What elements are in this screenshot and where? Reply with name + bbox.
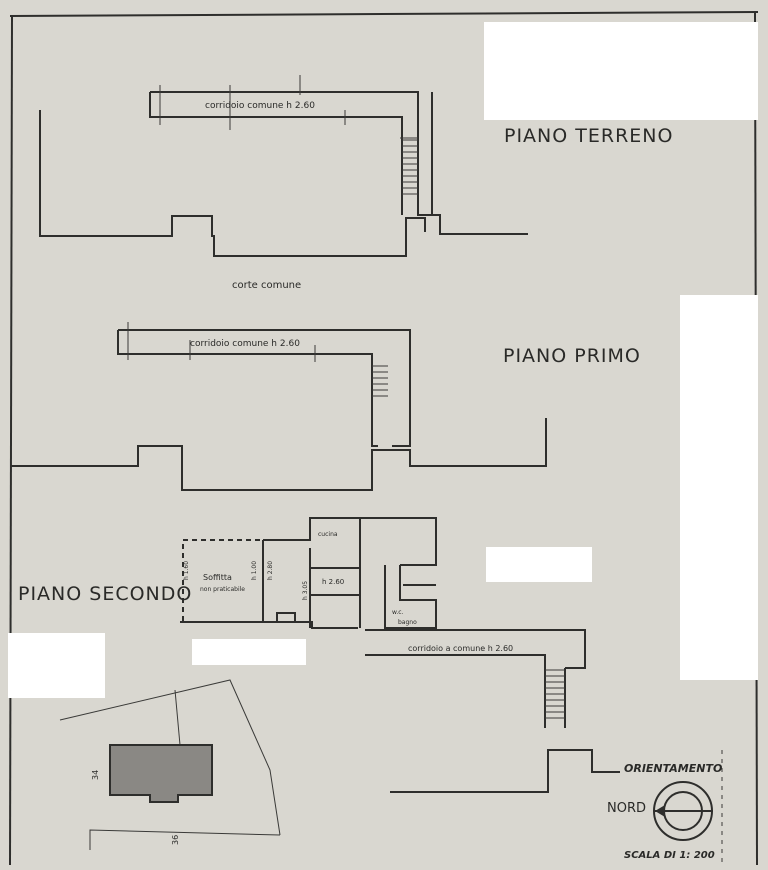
- second-corridor-label: corridoio a comune h 2.60: [408, 644, 513, 653]
- ground-floor-plan: corridoio comune h 2.60 corte comune PIA…: [39, 75, 673, 291]
- room-height-label: h 2.60: [322, 578, 344, 586]
- attic-label: Soffitta: [203, 573, 232, 582]
- orientation-block: ORIENTAMENTO NORD SCALA DI 1: 200: [607, 750, 723, 865]
- height-label: h 3.05: [302, 581, 309, 600]
- site-plan: 34 36: [59, 679, 281, 850]
- courtyard-label: corte comune: [232, 280, 301, 291]
- orientation-heading: ORIENTAMENTO: [624, 762, 722, 775]
- kitchen-label: cucina: [318, 531, 338, 538]
- attic-sublabel: non praticabile: [200, 586, 245, 593]
- wc-label: w.c.: [392, 609, 404, 616]
- building-footprint: [109, 744, 213, 803]
- redaction-boxes: [8, 22, 758, 698]
- north-label: NORD: [607, 801, 646, 816]
- floor-outline: [390, 749, 620, 793]
- height-label: h 1.60: [183, 561, 190, 580]
- second-floor-plan: Soffitta non praticabile h 1.60 h 1.00 h…: [18, 517, 586, 728]
- second-floor-title: PIANO SECONDO: [18, 583, 192, 605]
- scale-label: SCALA DI 1: 200: [624, 850, 715, 861]
- dimension-label: 34: [91, 770, 100, 780]
- dimension-label: 36: [171, 835, 180, 845]
- bath-label: bagno: [398, 619, 417, 626]
- first-corridor-label: corridoio comune h 2.60: [190, 339, 300, 349]
- height-label: h 2.80: [267, 561, 274, 580]
- first-floor-title: PIANO PRIMO: [503, 345, 641, 367]
- stair-icon: [402, 139, 418, 195]
- stair-icon: [545, 669, 565, 719]
- compass-icon: [653, 781, 713, 841]
- stair-icon: [372, 365, 388, 397]
- ground-floor-title: PIANO TERRENO: [504, 125, 673, 147]
- ground-corridor-label: corridoio comune h 2.60: [205, 101, 315, 111]
- height-label: h 1.00: [251, 561, 258, 580]
- first-floor-plan: corridoio comune h 2.60 PIANO PRIMO: [10, 322, 641, 491]
